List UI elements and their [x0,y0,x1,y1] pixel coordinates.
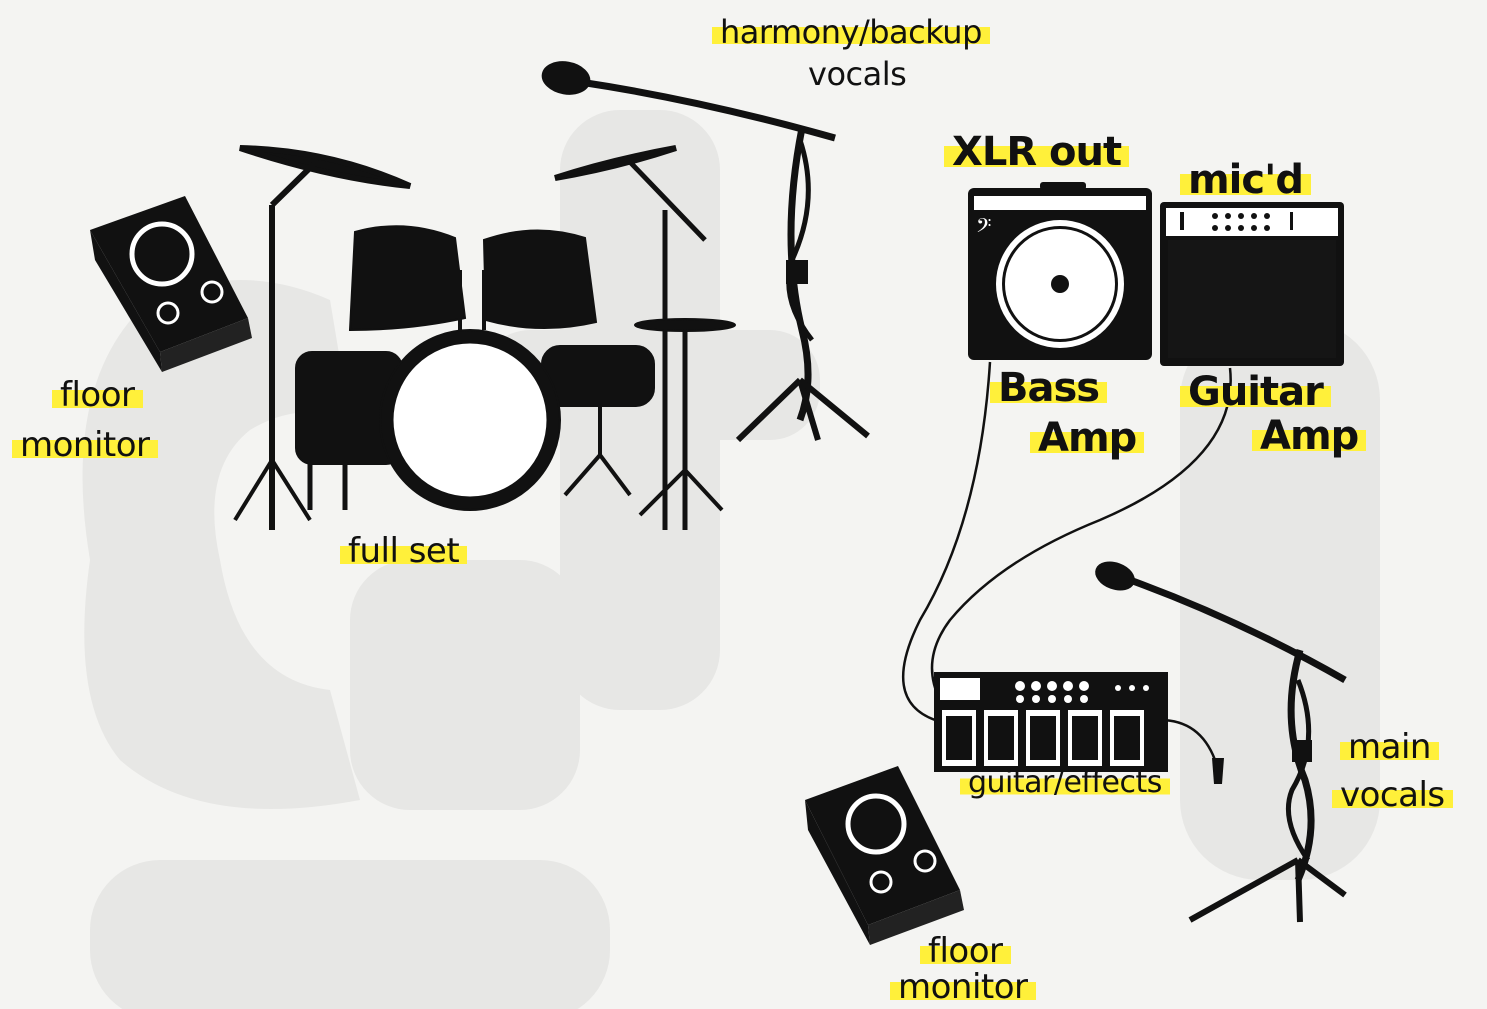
xlr-out-label: XLR out [944,132,1129,172]
micd-label: mic'd [1180,160,1311,200]
floor-monitor-left-label-line2: monitor [12,428,158,462]
effects-label: guitar/effects [960,768,1170,798]
main-vocals-label-line1: main [1340,730,1439,764]
bass-amp-label-line2: Amp [1030,418,1144,458]
main-vocals-label-line2: vocals [1332,778,1453,812]
drums-label: full set [340,534,467,568]
harmony-label-line1: harmony/backup [712,16,990,48]
guitar-amp-icon [1160,202,1344,366]
bass-amp-label-line1: Bass [990,368,1107,408]
svg-text:𝄢: 𝄢 [976,214,991,242]
harmony-label-line2: vocals [808,58,906,90]
floor-monitor-bottom-label-line2: monitor [890,970,1036,1004]
guitar-amp-label-line1: Guitar [1180,372,1331,412]
bass-amp-icon: 𝄢 [968,182,1152,360]
floor-monitor-bottom-label-line1: floor [920,934,1011,968]
guitar-amp-label-line2: Amp [1252,416,1366,456]
floor-monitor-icon [805,766,964,945]
floor-monitor-left-label-line1: floor [52,378,143,412]
